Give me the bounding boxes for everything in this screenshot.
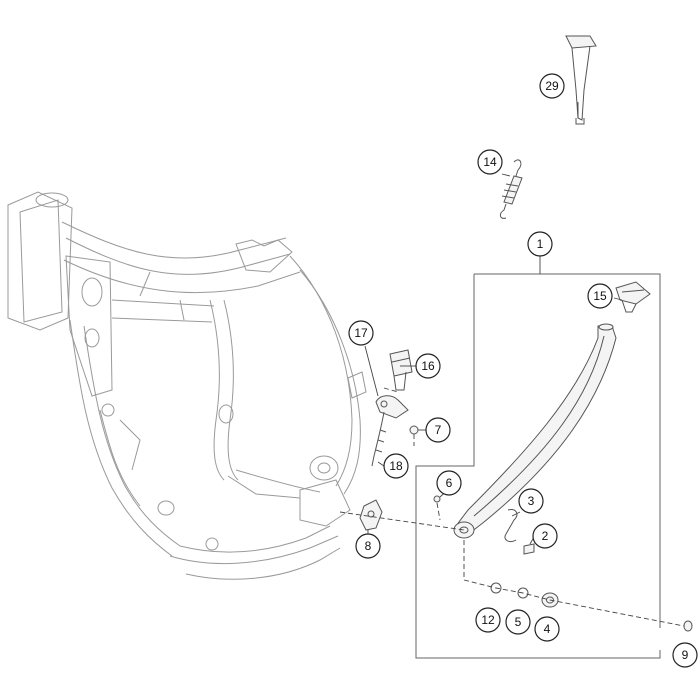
part-8-stand-bracket [359, 499, 383, 531]
callout-3-label: 3 [528, 494, 535, 508]
callout-17: 17 [348, 320, 374, 346]
motorcycle-frame [7, 191, 367, 580]
part-2-bolt [523, 543, 535, 555]
callout-9-label: 9 [682, 648, 689, 662]
callouts: 29 14 1 15 17 16 7 18 [348, 73, 698, 668]
callout-16-label: 16 [421, 359, 435, 373]
callout-15: 15 [587, 283, 613, 309]
callout-18-label: 18 [389, 459, 403, 473]
callout-4-label: 4 [544, 622, 551, 636]
part-16-sensor [389, 349, 413, 391]
part-3-stand-spring [504, 509, 518, 543]
callout-1: 1 [527, 231, 553, 257]
part-14-spring [499, 159, 523, 219]
leader-lines [339, 102, 685, 627]
callout-3: 3 [518, 488, 544, 514]
callout-12-label: 12 [481, 613, 495, 627]
part-5-washer [517, 587, 529, 599]
callout-8-label: 8 [365, 539, 372, 553]
part-7-screw [409, 425, 419, 435]
callout-2: 2 [532, 523, 558, 549]
part-6-screw [433, 495, 441, 503]
part-18-cable [371, 411, 387, 467]
callout-12: 12 [475, 607, 501, 633]
callout-18: 18 [383, 453, 409, 479]
callout-15-label: 15 [593, 289, 607, 303]
callout-4: 4 [534, 616, 560, 642]
callout-7: 7 [425, 417, 451, 443]
part-1-side-stand [453, 323, 617, 539]
callout-16: 16 [415, 353, 441, 379]
callout-17-label: 17 [354, 326, 368, 340]
callout-1-label: 1 [537, 237, 544, 251]
part-17-bracket [375, 395, 409, 419]
callout-5: 5 [505, 609, 531, 635]
callout-14-label: 14 [483, 155, 497, 169]
callout-6-label: 6 [446, 476, 453, 490]
callout-9: 9 [672, 642, 698, 668]
callout-5-label: 5 [515, 615, 522, 629]
callout-14: 14 [477, 149, 503, 175]
part-12-washer [490, 582, 502, 594]
callout-6: 6 [436, 470, 462, 496]
part-29-tool [565, 35, 597, 125]
callout-8: 8 [355, 533, 381, 559]
callout-2-label: 2 [542, 529, 549, 543]
callout-7-label: 7 [435, 423, 442, 437]
part-9-bolt [683, 620, 693, 632]
assembly-box-outline [415, 273, 661, 659]
part-15-rubber-foot [615, 281, 651, 313]
callout-29-label: 29 [545, 79, 559, 93]
callout-29: 29 [539, 73, 565, 99]
